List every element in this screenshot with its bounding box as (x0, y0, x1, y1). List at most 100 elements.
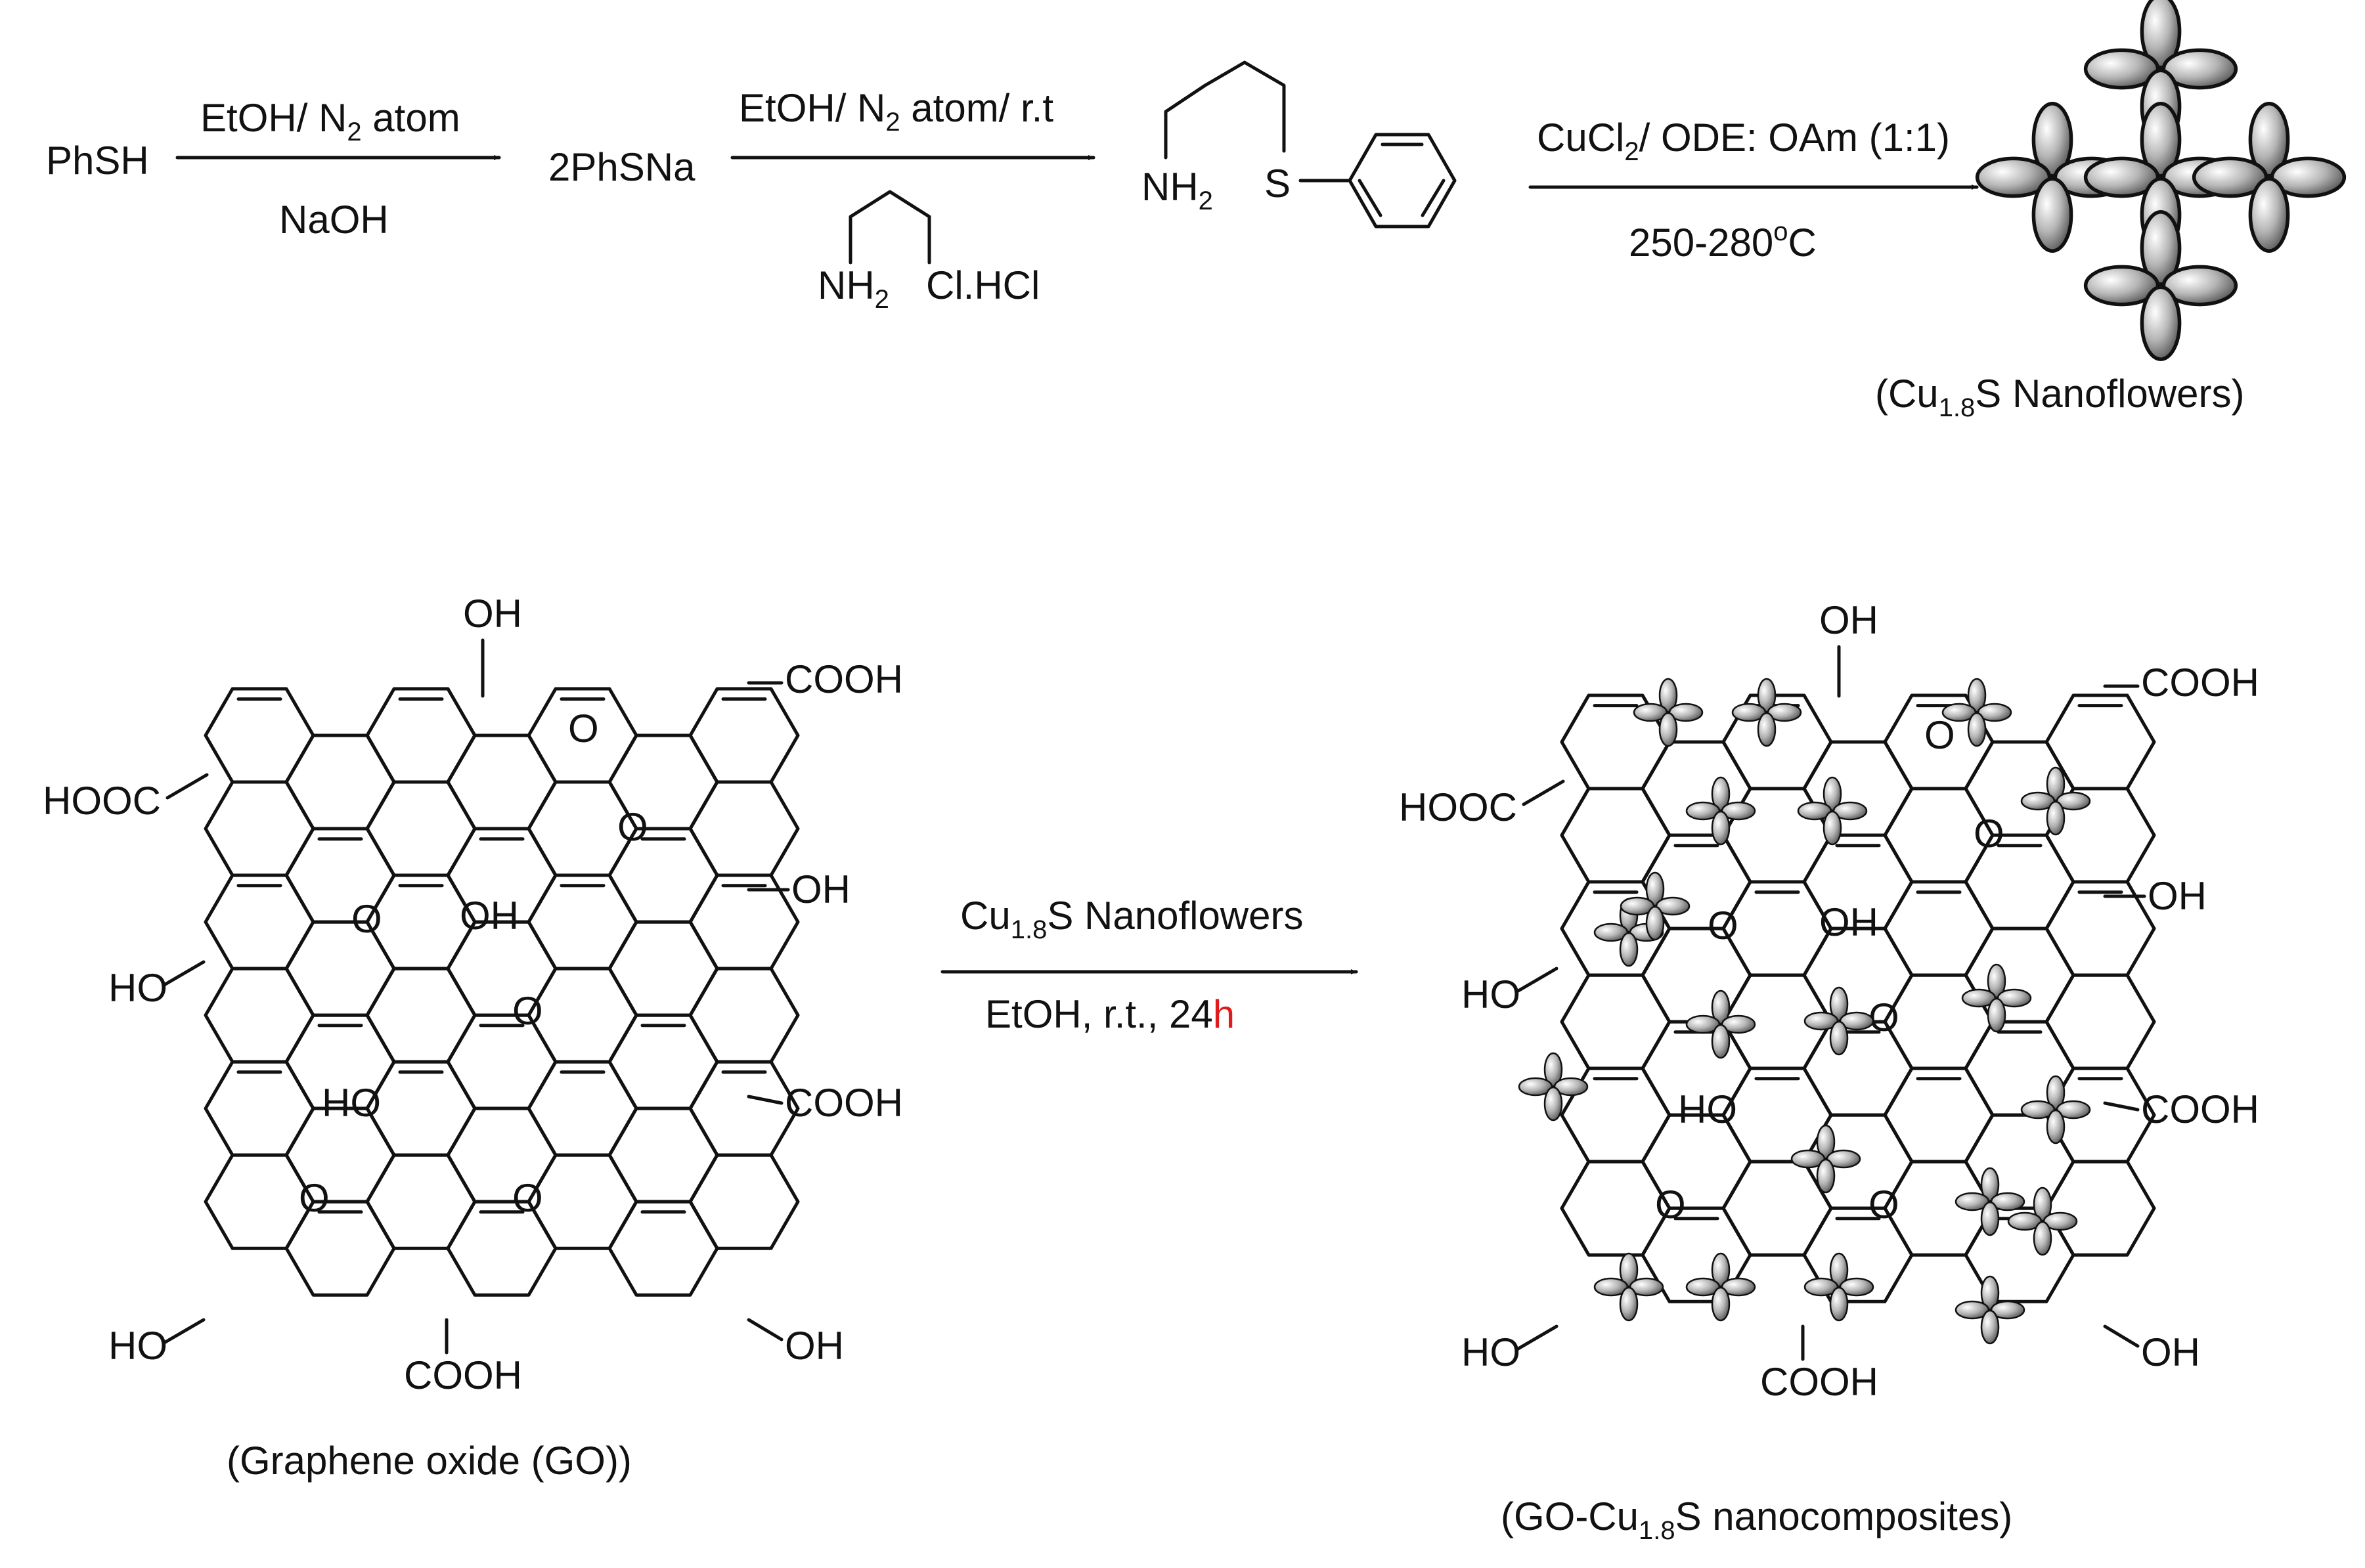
svg-text:OH: OH (463, 592, 522, 636)
svg-text:OH: OH (791, 867, 851, 911)
hexagon-ring (204, 873, 315, 970)
hexagon-ring (608, 920, 719, 1017)
nanoflower-icon (2020, 766, 2091, 836)
nanoflower-icon (1731, 678, 1802, 747)
svg-text:OH: OH (2148, 874, 2207, 918)
svg-text:O: O (617, 805, 648, 849)
arrow-4-condition-above: Cu1.8S Nanoflowers (960, 894, 1304, 944)
hexagon-ring (204, 967, 315, 1064)
composite-nanoflowers (1518, 678, 2091, 1345)
graphene-oxide-sheet: OH COOH HOOC OH HO OH COOH HO HO OH COOH… (43, 592, 903, 1483)
hexagon-ring (204, 1060, 315, 1157)
product-s-atom: S (1264, 162, 1291, 206)
hexagon-ring (365, 967, 477, 1064)
svg-text:HOOC: HOOC (1399, 785, 1517, 829)
svg-text:O: O (512, 1176, 543, 1220)
svg-text:COOH: COOH (2141, 1087, 2259, 1131)
svg-text:OH: OH (1819, 598, 1878, 642)
svg-text:HO: HO (1678, 1087, 1737, 1131)
svg-text:O: O (1924, 713, 1955, 757)
go-functional-groups: OH COOH HOOC OH HO OH COOH HO HO OH COOH… (43, 592, 903, 1397)
svg-text:OH: OH (2141, 1330, 2200, 1374)
hexagon-ring (1721, 1066, 1833, 1164)
hexagon-ring (365, 873, 477, 970)
svg-text:COOH: COOH (785, 1081, 903, 1125)
nanoflower-icon (1593, 1252, 1664, 1322)
nanoflower-icon (1790, 1124, 1861, 1194)
svg-text:HO: HO (1461, 972, 1520, 1016)
hexagon-ring (688, 780, 800, 877)
product-nh2: NH2 (1141, 165, 1213, 215)
composite-hexagon-lattice (1560, 693, 2156, 1303)
hexagon-ring (365, 687, 477, 784)
svg-text:HO: HO (108, 1324, 167, 1368)
hexagon-ring (688, 1060, 800, 1157)
hexagon-ring (688, 1153, 800, 1250)
hexagon-ring (1883, 880, 1995, 977)
hexagon-ring (608, 1013, 719, 1110)
svg-text:COOH: COOH (785, 657, 903, 701)
hexagon-ring (527, 1153, 638, 1250)
nanoflower-cluster (1978, 0, 2345, 359)
hexagon-ring (2045, 1160, 2156, 1257)
svg-text:O: O (1708, 904, 1738, 947)
hexagon-ring (1883, 1066, 1995, 1164)
hexagon-ring (1560, 973, 1671, 1070)
svg-text:HOOC: HOOC (43, 779, 161, 823)
svg-text:O: O (1868, 1183, 1899, 1227)
svg-text:O: O (1868, 995, 1899, 1039)
hexagon-ring (1802, 740, 1914, 837)
arrow-3-condition-above: CuCl2/ ODE: OAm (1:1) (1537, 116, 1950, 166)
highlighted-h: h (1213, 992, 1235, 1036)
svg-text:HO: HO (322, 1081, 381, 1125)
nanoflower-icon (1685, 990, 1756, 1059)
reagent-clhcl: Cl.HCl (926, 263, 1040, 307)
hexagon-ring (1641, 740, 1752, 837)
svg-text:HO: HO (1461, 1330, 1520, 1374)
hexagon-ring (527, 1060, 638, 1157)
nanoflower-icon (1518, 1052, 1589, 1122)
svg-text:OH: OH (460, 894, 519, 938)
nanoflower-icon (1955, 1275, 2025, 1345)
svg-text:O: O (512, 989, 543, 1033)
hexagon-ring (688, 687, 800, 784)
svg-text:O: O (1655, 1183, 1686, 1227)
hexagon-ring (204, 687, 315, 784)
hexagon-ring (688, 967, 800, 1064)
nanoflowers-caption: (Cu1.8S Nanoflowers) (1875, 372, 2244, 422)
go-hexagon-lattice (204, 687, 800, 1297)
hexagon-ring (204, 1153, 315, 1250)
reactant-phsh: PhSH (46, 139, 149, 183)
top-scheme: PhSH EtOH/ N2 atom NaOH 2PhSNa EtOH/ N2 … (46, 0, 2344, 422)
hexagon-ring (1721, 1160, 1833, 1257)
hexagon-ring (365, 1153, 477, 1250)
svg-text:COOH: COOH (404, 1353, 522, 1397)
hexagon-ring (527, 873, 638, 970)
intermediate-2phsna: 2PhSNa (548, 145, 696, 189)
composite-caption: (GO-Cu1.8S nanocomposites) (1501, 1494, 2012, 1545)
svg-text:OH: OH (1819, 900, 1878, 944)
nanoflower-icon (2020, 1075, 2091, 1144)
svg-text:O: O (1974, 812, 2004, 856)
svg-text:O: O (568, 707, 599, 751)
hexagon-ring (1560, 787, 1671, 884)
hexagon-ring (204, 780, 315, 877)
svg-text:O: O (299, 1176, 330, 1220)
nanoflower-icon (1803, 986, 1874, 1056)
hexagon-ring (365, 1060, 477, 1157)
hexagon-ring (446, 733, 558, 831)
arrow-4-condition-below: EtOH, r.t., 24h (985, 992, 1235, 1036)
arrow-1-condition-below: NaOH (279, 198, 389, 242)
amine-chain (1164, 60, 1286, 160)
arrow-1-condition-above: EtOH/ N2 atom (200, 96, 460, 146)
svg-text:COOH: COOH (2141, 661, 2259, 705)
nanoflower-icon (1633, 678, 1704, 747)
phenyl-ring (1348, 133, 1457, 229)
hexagon-ring (1721, 880, 1833, 977)
go-caption: (Graphene oxide (GO)) (227, 1439, 632, 1483)
svg-text:COOH: COOH (1760, 1360, 1878, 1404)
hexagon-ring (608, 1106, 719, 1204)
chloropropylamine-skeleton (849, 190, 931, 265)
hexagon-ring (284, 733, 396, 831)
